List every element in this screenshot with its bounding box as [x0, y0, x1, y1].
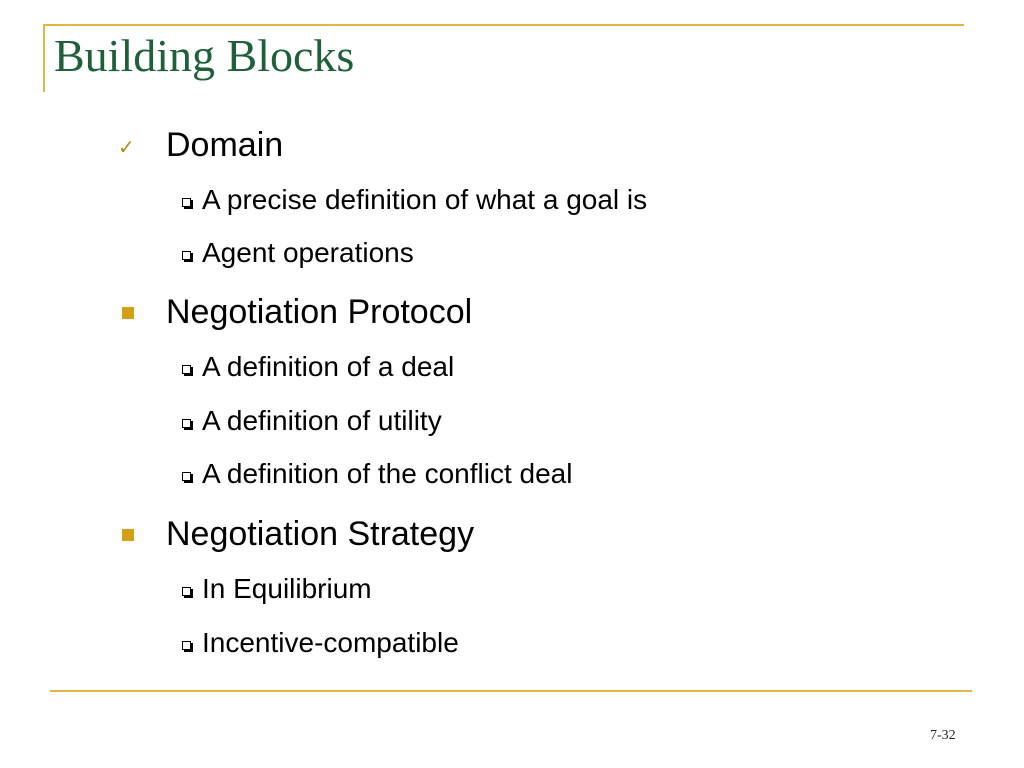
slide-title: Building Blocks — [54, 30, 355, 81]
subitem-text: A precise definition of what a goal is — [202, 184, 648, 215]
page-number: 7-32 — [930, 728, 956, 743]
check-icon: ✓ — [118, 135, 135, 159]
hollow-square-bullet-icon — [182, 472, 191, 481]
footer-rule — [50, 690, 972, 692]
hollow-square-bullet-icon — [182, 365, 191, 374]
frame-left-rule — [43, 24, 45, 92]
subitem-text: In Equilibrium — [202, 573, 372, 604]
frame-top-rule — [44, 24, 964, 26]
hollow-square-bullet-icon — [182, 251, 191, 260]
subitem-text: A definition of a deal — [202, 351, 455, 382]
hollow-square-bullet-icon — [182, 587, 191, 596]
subitem-text: A definition of the conflict deal — [202, 458, 573, 489]
hollow-square-bullet-icon — [182, 419, 191, 428]
subitem-text: Incentive-compatible — [202, 627, 459, 658]
hollow-square-bullet-icon — [182, 641, 191, 650]
square-bullet-icon — [122, 307, 134, 319]
subitem-text: A definition of utility — [202, 405, 442, 436]
bullet-text: Negotiation Strategy — [166, 515, 475, 553]
bullet-text: Domain — [166, 126, 284, 164]
hollow-square-bullet-icon — [182, 198, 191, 207]
bullet-text: Negotiation Protocol — [166, 293, 473, 331]
subitem-text: Agent operations — [202, 237, 414, 268]
square-bullet-icon — [122, 529, 134, 541]
